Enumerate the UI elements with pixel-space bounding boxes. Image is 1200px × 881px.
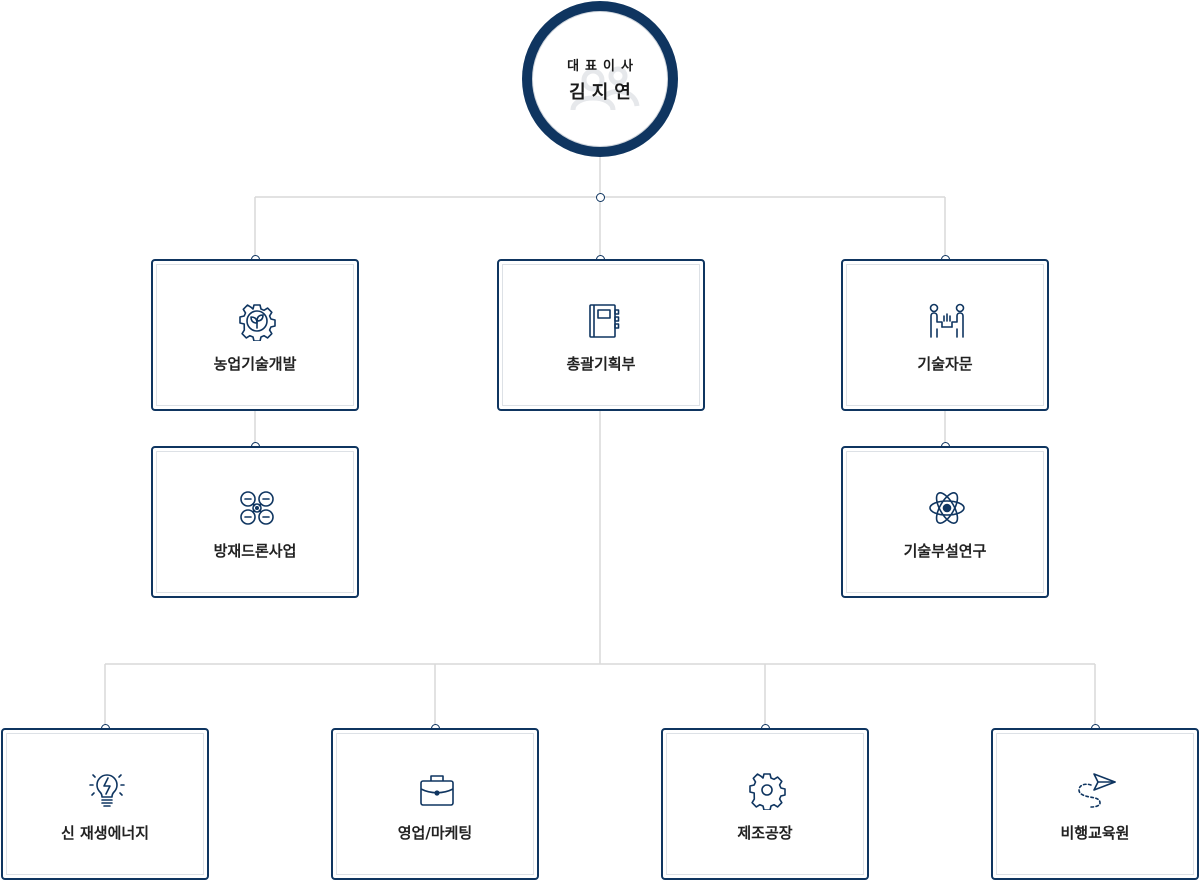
dept-box-energy[interactable]: 신 재생에너지 xyxy=(1,728,209,880)
dept-label: 기술부설연구 xyxy=(903,542,987,560)
junction-dot xyxy=(596,193,605,202)
dept-label: 비행교육원 xyxy=(1060,824,1130,842)
dept-box-research[interactable]: 기술부설연구 xyxy=(841,446,1049,598)
briefcase-icon xyxy=(417,770,457,810)
drone-icon xyxy=(237,488,277,528)
dept-label: 신 재생에너지 xyxy=(60,824,150,842)
dept-box-consult[interactable]: 기술자문 xyxy=(841,259,1049,411)
consultation-icon xyxy=(927,301,967,341)
dept-box-factory[interactable]: 제조공장 xyxy=(661,728,869,880)
atom-icon xyxy=(927,488,967,528)
dept-box-planning[interactable]: 총괄기획부 xyxy=(497,259,705,411)
ceo-node: 대표이사 김지연 xyxy=(522,1,678,157)
notebook-icon xyxy=(583,301,623,341)
dept-label: 총괄기획부 xyxy=(566,355,636,373)
dept-label: 제조공장 xyxy=(737,824,793,842)
dept-box-flight[interactable]: 비행교육원 xyxy=(991,728,1199,880)
ceo-name: 김지연 xyxy=(569,81,637,103)
dept-box-sales[interactable]: 영업/마케팅 xyxy=(331,728,539,880)
dept-box-agri[interactable]: 농업기술개발 xyxy=(151,259,359,411)
ceo-title: 대표이사 xyxy=(567,58,639,74)
dept-label: 기술자문 xyxy=(917,355,973,373)
lightbulb-icon xyxy=(87,770,127,810)
people-watermark-icon xyxy=(570,66,640,111)
dept-label: 농업기술개발 xyxy=(213,355,297,373)
dept-box-drone[interactable]: 방재드론사업 xyxy=(151,446,359,598)
gear-leaf-icon xyxy=(237,301,277,341)
ceo-badge: 대표이사 김지연 xyxy=(532,11,668,147)
dept-label: 영업/마케팅 xyxy=(397,824,473,842)
gear-icon xyxy=(747,770,787,810)
paper-plane-icon xyxy=(1077,770,1117,810)
dept-label: 방재드론사업 xyxy=(213,542,297,560)
